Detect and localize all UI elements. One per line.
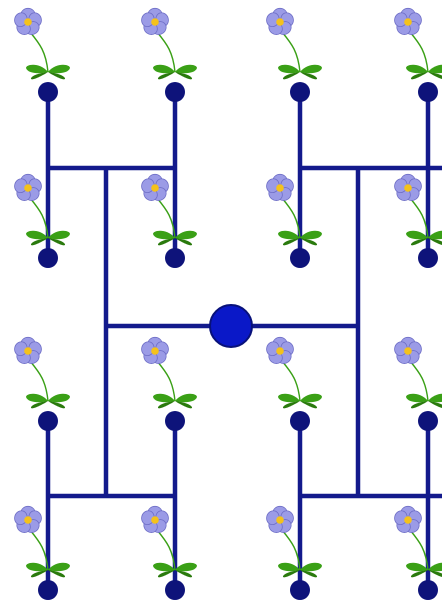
flower-center bbox=[276, 516, 284, 524]
leaf-node-icon bbox=[38, 248, 58, 268]
leaf-node-icon bbox=[38, 411, 58, 431]
flower-center bbox=[24, 18, 32, 26]
flower-center bbox=[276, 347, 284, 355]
leaf-node-icon bbox=[418, 248, 438, 268]
leaf-node-icon bbox=[38, 82, 58, 102]
leaf-node-icon bbox=[290, 248, 310, 268]
flower-center bbox=[151, 18, 159, 26]
leaf-node-icon bbox=[165, 248, 185, 268]
leaf-node-icon bbox=[418, 411, 438, 431]
flower-center bbox=[404, 18, 412, 26]
leaf-node-icon bbox=[165, 580, 185, 600]
leaf-node-icon bbox=[290, 580, 310, 600]
flower-center bbox=[24, 184, 32, 192]
leaf-node-icon bbox=[165, 82, 185, 102]
leaf-node-icon bbox=[165, 411, 185, 431]
leaf-node-icon bbox=[290, 82, 310, 102]
leaf-node-icon bbox=[418, 82, 438, 102]
flower-center bbox=[404, 347, 412, 355]
flower-center bbox=[24, 347, 32, 355]
flower-center bbox=[276, 184, 284, 192]
root-node-circle bbox=[210, 305, 252, 347]
flower-center bbox=[276, 18, 284, 26]
flower-center bbox=[151, 516, 159, 524]
root-node-icon bbox=[210, 305, 252, 347]
flower-center bbox=[151, 184, 159, 192]
flower-center bbox=[24, 516, 32, 524]
flower-center bbox=[404, 516, 412, 524]
flower-center bbox=[404, 184, 412, 192]
leaf-node-icon bbox=[418, 580, 438, 600]
leaf-node-icon bbox=[290, 411, 310, 431]
flower-center bbox=[151, 347, 159, 355]
leaf-node-icon bbox=[38, 580, 58, 600]
